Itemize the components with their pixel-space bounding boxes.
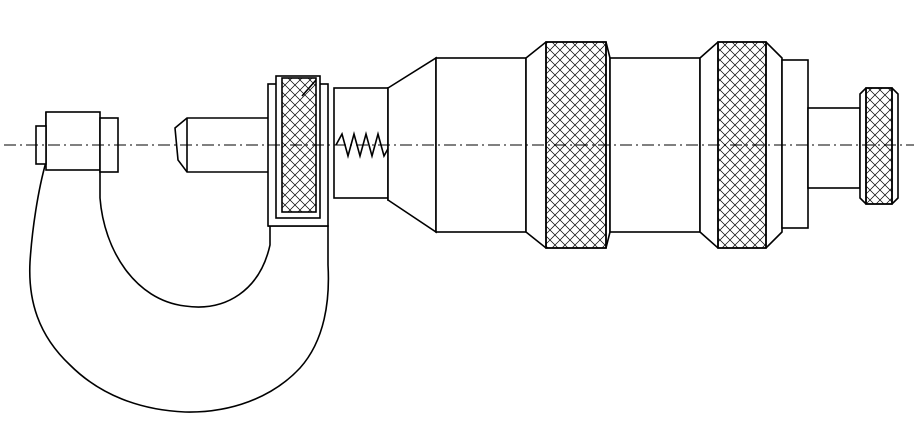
knurled-lock-ring [267, 75, 329, 227]
knurled-ratchet-knob [807, 87, 899, 205]
spring [333, 87, 391, 199]
